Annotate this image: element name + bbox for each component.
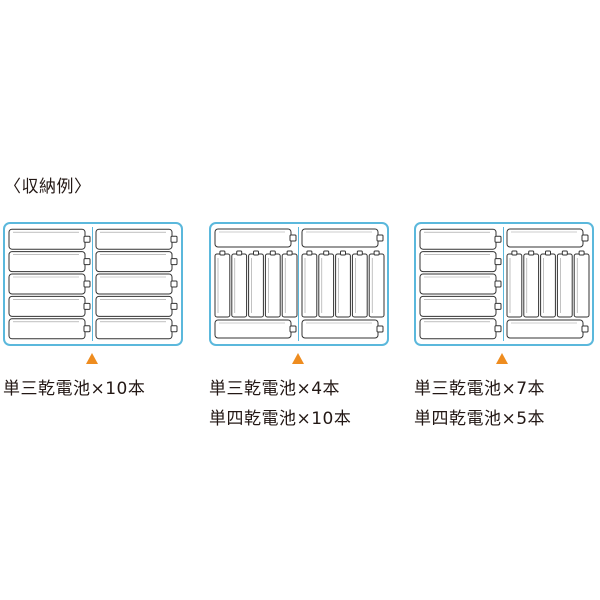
compartment-left [8, 227, 92, 341]
aa-battery [419, 273, 502, 295]
compartment-left [419, 227, 503, 341]
aa-battery [506, 319, 589, 339]
caption-example-2: 単三乾電池×4本 単四乾電池×10本 [209, 374, 419, 434]
arrow-up-icon [292, 353, 304, 364]
aa-battery [214, 228, 297, 248]
compartment-left [214, 227, 298, 341]
aa-battery [301, 228, 384, 248]
caption-line: 単三乾電池×7本 [414, 379, 546, 399]
compartment-right [95, 227, 179, 341]
caption-line: 単四乾電池×5本 [414, 409, 546, 429]
arrow-up-icon [86, 353, 98, 364]
aa-battery [8, 318, 91, 340]
aaa-battery [281, 250, 298, 318]
battery-case-example-1 [3, 222, 183, 346]
aaa-battery [318, 250, 335, 318]
aaa-battery [556, 250, 573, 318]
caption-line: 単四乾電池×10本 [209, 409, 352, 429]
aa-battery [419, 295, 502, 317]
compartment-divider [92, 227, 93, 341]
aaa-battery [351, 250, 368, 318]
arrow-up-icon [496, 353, 508, 364]
battery-case-example-3 [414, 222, 594, 346]
battery-case-example-2 [209, 222, 389, 346]
aaa-battery [231, 250, 248, 318]
aa-battery [506, 228, 589, 248]
aaa-battery [264, 250, 281, 318]
caption-example-3: 単三乾電池×7本 単四乾電池×5本 [414, 374, 600, 434]
aa-battery [419, 251, 502, 273]
aa-battery [95, 273, 178, 295]
section-heading: 〈収納例〉 [4, 177, 92, 197]
aa-battery [8, 228, 91, 250]
aaa-battery [523, 250, 540, 318]
aa-battery [419, 318, 502, 340]
aa-battery [8, 295, 91, 317]
aa-battery [8, 273, 91, 295]
caption-line: 単三乾電池×10本 [3, 379, 146, 399]
aaa-battery [248, 250, 264, 318]
aaa-battery [335, 250, 351, 318]
compartment-right [506, 227, 590, 341]
aa-battery [301, 319, 384, 339]
aa-battery [95, 228, 178, 250]
aa-battery [95, 295, 178, 317]
caption-line: 単三乾電池×4本 [209, 379, 341, 399]
aaa-battery [506, 250, 523, 318]
aaa-battery [301, 250, 318, 318]
aa-battery [214, 319, 297, 339]
aaa-battery [214, 250, 231, 318]
aaa-battery [573, 250, 590, 318]
aa-battery [419, 228, 502, 250]
compartment-divider [503, 227, 504, 341]
aa-battery [95, 251, 178, 273]
aa-battery [95, 318, 178, 340]
aa-battery [8, 251, 91, 273]
compartment-right [301, 227, 385, 341]
aaa-battery [368, 250, 385, 318]
caption-example-1: 単三乾電池×10本 [3, 374, 213, 404]
compartment-divider [298, 227, 299, 341]
aaa-battery [540, 250, 556, 318]
